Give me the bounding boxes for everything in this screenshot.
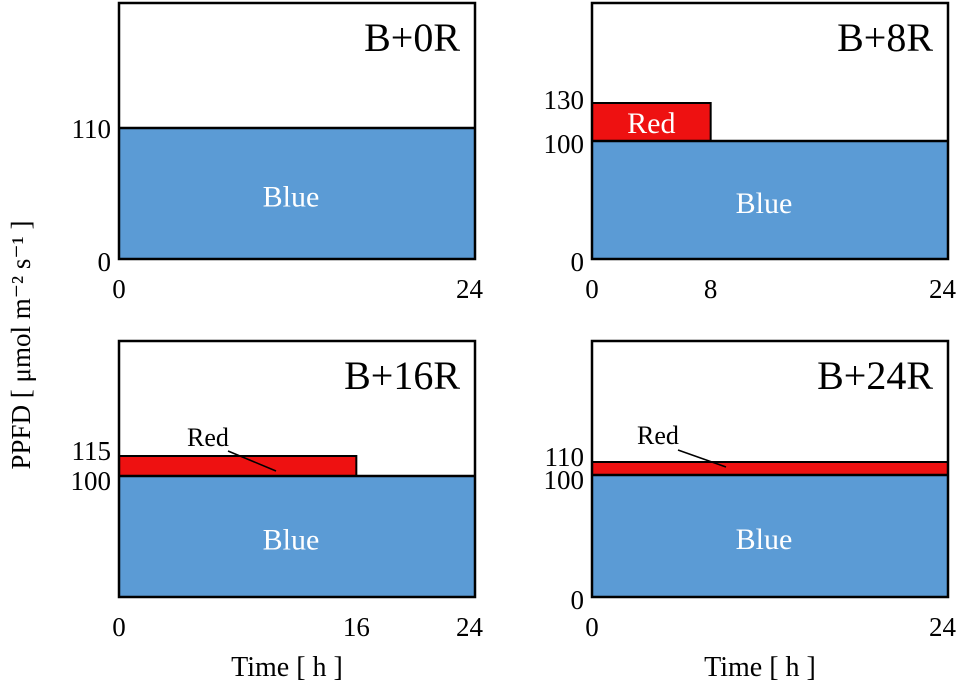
- panel-title: B+0R: [364, 15, 460, 60]
- blue-label: Blue: [263, 181, 320, 214]
- red-label: Red: [187, 423, 229, 452]
- y-axis-label: PPFD [ μmol m⁻² s⁻¹ ]: [6, 221, 36, 470]
- y-tick-label: 110: [545, 442, 585, 472]
- panel-title: B+24R: [817, 353, 933, 398]
- red-callout-line: [227, 450, 277, 472]
- red-callout-line: [677, 449, 727, 468]
- blue-label: Blue: [736, 523, 793, 556]
- y-tick-label: 115: [72, 436, 112, 466]
- x-tick-label: 0: [112, 612, 126, 642]
- y-tick-label: 0: [98, 247, 112, 277]
- x-tick-label: 0: [112, 274, 126, 304]
- panel-frame: [117, 1, 477, 261]
- x-tick-label: 24: [456, 612, 484, 642]
- x-tick-label: 24: [929, 274, 957, 304]
- x-tick-label: 8: [704, 274, 718, 304]
- y-tick-label: 100: [544, 129, 585, 159]
- y-tick-label: 110: [72, 114, 112, 144]
- panel-1: Blue B+0R 0 110 0 24: [72, 1, 484, 304]
- x-axis-label: Time [ h ]: [704, 652, 816, 683]
- x-tick-label: 0: [585, 612, 599, 642]
- blue-label: Blue: [736, 187, 793, 220]
- red-label: Red: [637, 421, 679, 450]
- y-tick-label: 130: [544, 85, 585, 115]
- y-tick-label: 0: [571, 585, 585, 615]
- y-tick-label: 100: [71, 466, 112, 496]
- panel-2: Blue Red B+8R 0 100 130 0 8 24: [544, 1, 957, 304]
- red-label: Red: [627, 107, 675, 140]
- blue-area: [119, 476, 475, 597]
- panel-title: B+8R: [837, 15, 933, 60]
- red-area: [591, 461, 949, 476]
- x-tick-label: 24: [929, 612, 957, 642]
- blue-area: [119, 128, 475, 259]
- panel-frame: [590, 339, 950, 599]
- x-axis-label: Time [ h ]: [231, 652, 343, 683]
- blue-area: [592, 475, 948, 597]
- panel-frame: [117, 339, 477, 599]
- x-tick-label: 24: [456, 274, 484, 304]
- blue-area: [592, 141, 948, 259]
- panel-frame: [590, 1, 950, 261]
- y-tick-label: 100: [544, 465, 585, 495]
- panel-title: B+16R: [344, 353, 460, 398]
- x-tick-label: 16: [343, 612, 370, 642]
- y-tick-label: 0: [571, 247, 585, 277]
- blue-label: Blue: [263, 524, 320, 557]
- x-tick-label: 0: [585, 274, 599, 304]
- red-area: [118, 455, 358, 477]
